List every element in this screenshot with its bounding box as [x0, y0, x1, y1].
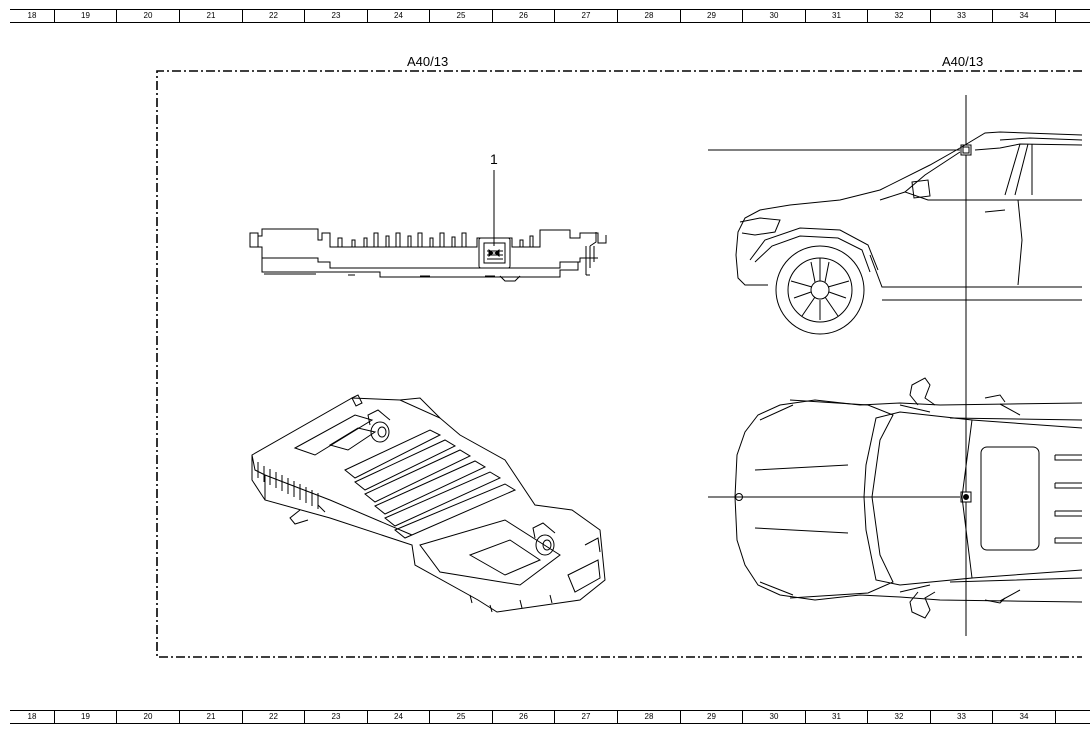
ruler-cell: 30 [742, 10, 805, 22]
ruler-cell: 32 [867, 10, 930, 22]
ruler-cell: 31 [805, 711, 867, 723]
ruler-cell: 30 [742, 711, 805, 723]
ruler-cell: 18 [27, 11, 37, 20]
location-marker-side [961, 145, 971, 155]
component-boundary [157, 71, 1082, 657]
ruler-cell: 27 [554, 10, 617, 22]
ruler-cell: 25 [429, 711, 492, 723]
location-marker-top [961, 492, 971, 502]
ruler-cell: 24 [367, 711, 429, 723]
ruler-cell: 20 [116, 711, 179, 723]
ruler-cell: 23 [304, 711, 367, 723]
ruler-cell: 26 [492, 10, 554, 22]
ruler-top: 18 19 20 21 22 23 24 25 26 27 28 29 30 3… [10, 9, 1090, 23]
ruler-cell: 29 [680, 10, 742, 22]
ruler-cell: 22 [242, 711, 304, 723]
ruler-cell: 33 [930, 10, 992, 22]
ruler-cell: 34 [992, 10, 1055, 22]
ruler-cell: 21 [179, 10, 242, 22]
ruler-cell: 28 [617, 711, 680, 723]
ruler-cell [1055, 711, 1090, 723]
ruler-cell: 26 [492, 711, 554, 723]
ruler-cell: 29 [680, 711, 742, 723]
car-side-view [736, 132, 1082, 334]
connector-icon [489, 250, 499, 256]
ruler-cell: 23 [304, 10, 367, 22]
ruler-cell: 28 [617, 10, 680, 22]
car-top-view [735, 378, 1082, 618]
ruler-cell: 21 [179, 711, 242, 723]
control-unit-side-view [250, 229, 606, 281]
ruler-cell: 18 [27, 712, 37, 721]
ruler-cell [1055, 10, 1090, 22]
ruler-bottom: 18 19 20 21 22 23 24 25 26 27 28 29 30 3… [10, 710, 1090, 724]
ruler-cell: 32 [867, 711, 930, 723]
ruler-cell: 27 [554, 711, 617, 723]
ruler-cell: 25 [429, 10, 492, 22]
callout-number: 1 [490, 151, 498, 167]
ruler-cell: 20 [116, 10, 179, 22]
ruler-cell: 19 [54, 711, 116, 723]
ruler-cell: 33 [930, 711, 992, 723]
ruler-cell: 31 [805, 10, 867, 22]
ruler-cell: 19 [54, 10, 116, 22]
zone-label-left: A40/13 [407, 54, 449, 69]
ruler-cell: 34 [992, 711, 1055, 723]
ruler-cell: 24 [367, 10, 429, 22]
control-unit-isometric-view [252, 395, 605, 612]
zone-label-right: A40/13 [942, 54, 984, 69]
ruler-cell: 22 [242, 10, 304, 22]
